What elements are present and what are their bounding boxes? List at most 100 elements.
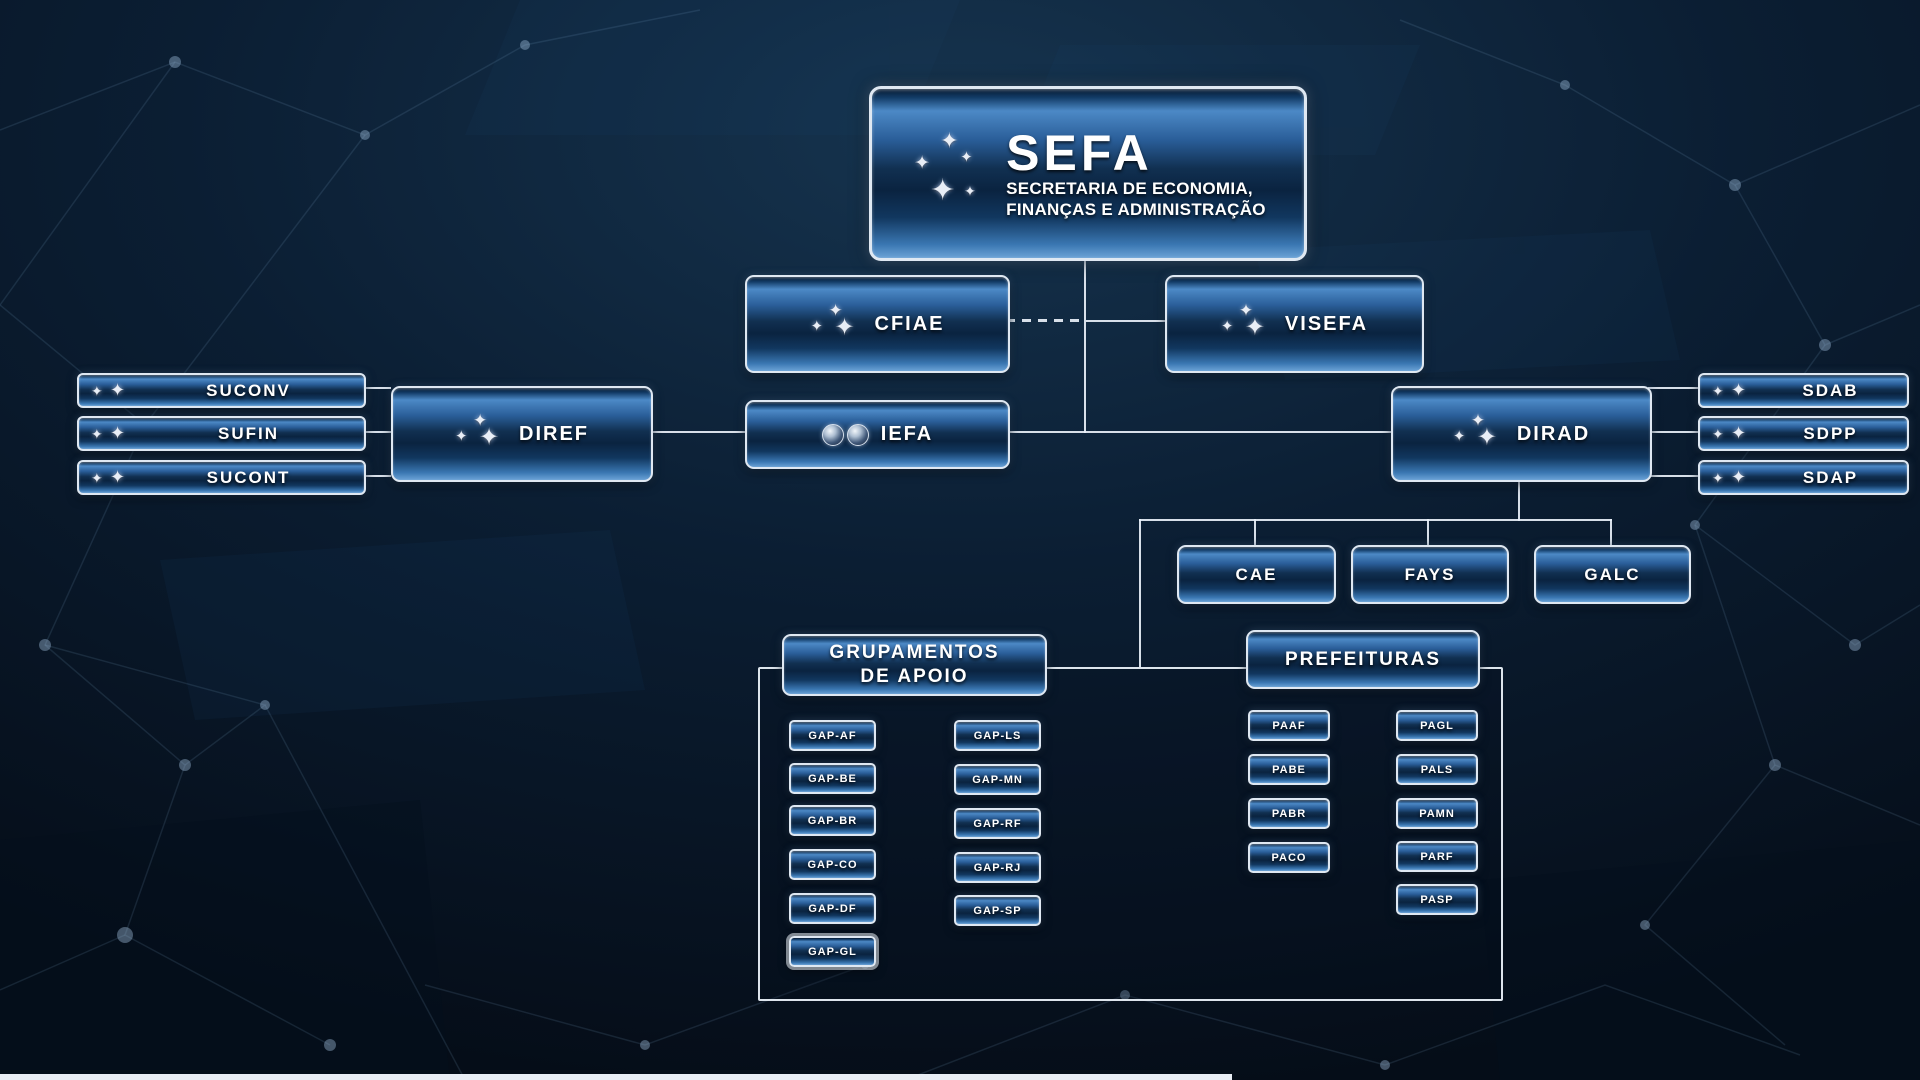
button-gap-df[interactable]: GAP-DF [789,893,876,924]
button-paaf[interactable]: PAAF [1248,710,1330,741]
star-icon: ✦ [110,422,128,443]
node-label: GALC [1584,564,1641,584]
star-icon: ✦ [1452,428,1468,445]
node-sufin[interactable]: ✦ ✦ SUFIN [77,416,366,451]
star-icon: ✦ [110,379,128,400]
node-cfiae[interactable]: ✦ ✦ ✦ CFIAE [745,275,1010,373]
button-label: PALS [1420,763,1454,776]
star-icon: ✦ [1470,411,1488,430]
connector-branch [1139,519,1612,521]
node-diref[interactable]: ✦ ✦ ✦ DIREF [391,386,653,482]
connector-dirad-down [1518,478,1520,521]
button-gap-be[interactable]: GAP-BE [789,763,876,794]
star-icon: ✦ [828,301,845,320]
button-pals[interactable]: PALS [1396,754,1478,785]
star-icon: ✦ [473,411,490,430]
button-pabe[interactable]: PABE [1248,754,1330,785]
connector-drop-fays [1427,519,1429,545]
button-label: GAP-SP [973,904,1022,917]
node-label: SUCONV [206,380,291,400]
button-pabr[interactable]: PABR [1248,798,1330,829]
node-sdap[interactable]: ✦ ✦ SDAP [1698,460,1909,495]
button-label: GAP-LS [973,729,1022,742]
node-label: CFIAE [874,312,945,335]
connector-drop-cae [1254,519,1256,545]
node-sdpp[interactable]: ✦ ✦ SDPP [1698,416,1909,451]
connector-visefa [1086,320,1165,322]
node-cae[interactable]: CAE [1177,545,1336,604]
star-icon: ✦ [91,469,105,486]
button-pasp[interactable]: PASP [1396,884,1478,915]
star-icon: ✦ [1712,382,1726,399]
button-paco[interactable]: PACO [1248,842,1330,873]
node-visefa[interactable]: ✦ ✦ ✦ VISEFA [1165,275,1424,373]
node-sucont[interactable]: ✦ ✦ SUCONT [77,460,366,495]
connector-cfiae-dashed [1006,319,1084,322]
button-gap-mn[interactable]: GAP-MN [954,764,1041,795]
suconv-stars-icon: ✦ ✦ [91,380,133,402]
bottom-edge-strip [0,1074,1232,1080]
star-icon: ✦ [834,314,857,341]
node-label: VISEFA [1284,312,1369,335]
header-grupamentos-de-apoio[interactable]: GRUPAMENTOS DE APOIO [782,634,1047,696]
node-sefa[interactable]: ✦ ✦ ✦ ✦ ✦ SEFA SECRETARIA DE ECONOMIA, F… [869,86,1307,261]
node-dirad[interactable]: ✦ ✦ ✦ DIRAD [1391,386,1652,482]
star-icon: ✦ [914,152,933,174]
connector-sdab [1648,387,1698,389]
button-label: GAP-GL [808,945,857,958]
button-gap-co[interactable]: GAP-CO [789,849,876,880]
star-icon: ✦ [479,424,502,451]
button-label: GAP-CO [807,858,858,871]
button-gap-sp[interactable]: GAP-SP [954,895,1041,926]
sefa-stars-icon: ✦ ✦ ✦ ✦ ✦ [910,128,988,220]
button-parf[interactable]: PARF [1396,841,1478,872]
button-gap-gl[interactable]: GAP-GL [789,936,876,967]
node-fays[interactable]: FAYS [1351,545,1509,604]
sefa-subtitle-line2: FINANÇAS E ADMINISTRAÇÃO [1006,199,1266,219]
sucont-stars-icon: ✦ ✦ [91,467,133,489]
button-gap-rf[interactable]: GAP-RF [954,808,1041,839]
star-icon: ✦ [455,428,470,445]
node-label: FAYS [1404,564,1456,584]
sufin-stars-icon: ✦ ✦ [91,423,133,445]
star-icon: ✦ [1731,422,1749,443]
sdap-stars-icon: ✦ ✦ [1712,467,1754,489]
sefa-text-block: SEFA SECRETARIA DE ECONOMIA, FINANÇAS E … [1006,127,1266,221]
node-sdab[interactable]: ✦ ✦ SDAB [1698,373,1909,408]
star-icon: ✦ [810,318,826,335]
star-icon: ✦ [1220,318,1236,335]
diref-stars-icon: ✦ ✦ ✦ [455,412,507,456]
header-line-2: DE APOIO [860,666,969,687]
button-gap-rj[interactable]: GAP-RJ [954,852,1041,883]
button-label: PABE [1272,763,1306,776]
button-label: GAP-DF [808,902,857,915]
node-galc[interactable]: GALC [1534,545,1691,604]
dirad-stars-icon: ✦ ✦ ✦ [1453,412,1505,456]
button-gap-ls[interactable]: GAP-LS [954,720,1041,751]
visefa-stars-icon: ✦ ✦ ✦ [1221,302,1273,346]
star-icon: ✦ [1476,424,1499,451]
node-suconv[interactable]: ✦ ✦ SUCONV [77,373,366,408]
button-label: PASP [1420,893,1454,906]
node-label: DIREF [519,422,589,445]
button-gap-af[interactable]: GAP-AF [789,720,876,751]
button-pagl[interactable]: PAGL [1396,710,1478,741]
button-pamn[interactable]: PAMN [1396,798,1478,829]
star-icon: ✦ [940,127,961,153]
star-icon: ✦ [1238,301,1256,320]
support-groups-frame [758,667,1503,1001]
node-label: SDAP [1802,467,1859,487]
header-prefeituras[interactable]: PREFEITURAS [1246,630,1480,689]
button-label: PABR [1271,807,1307,820]
button-label: GAP-RF [973,817,1022,830]
star-icon: ✦ [91,382,105,399]
star-icon: ✦ [1731,379,1749,400]
node-label: SDPP [1803,423,1858,443]
connector-sefa-down [1084,255,1086,433]
node-iefa[interactable]: IEFA [745,400,1010,469]
button-label: GAP-BR [807,814,858,827]
button-gap-br[interactable]: GAP-BR [789,805,876,836]
button-label: PARF [1420,850,1454,863]
button-label: PAAF [1272,719,1306,732]
node-label: SUFIN [218,423,279,443]
